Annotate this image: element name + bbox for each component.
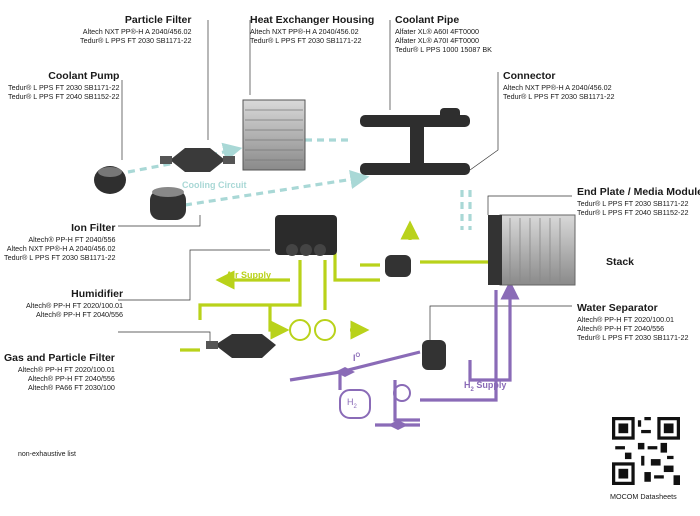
stack-component [488,214,576,286]
water-separator-material-1: Altech® PP-H FT 2020/100.01 [577,315,675,324]
compressor-icons [289,319,411,402]
connector-material-2: Tedur® L PPS FT 2030 SB1171-22 [503,92,615,101]
h2-tank-sub: 2 [353,403,357,410]
air-supply-label: Air Supply [226,270,272,280]
end-plate-material-2: Tedur® L PPS FT 2040 SB1152-22 [577,208,689,217]
coolant-pipe-component [360,108,470,175]
h2-supply-label: H2 Supply [464,380,506,393]
label-water-separator: Water Separator Altech® PP-H FT 2020/100… [577,302,688,342]
qr-code[interactable] [612,417,680,485]
particle-filter-material-2: Tedur® L PPS FT 2030 SB1171-22 [80,36,192,45]
coolant-pump-material-2: Tedur® L PPS FT 2040 SB1152-22 [8,92,120,101]
leader-lines [118,20,572,345]
label-connector: Connector Altech NXT PP®-H A 2040/456.02… [503,70,614,101]
h2-supply-sub: 2 [470,386,474,393]
gas-particle-filter-material-1: Altech® PP-H FT 2020/100.01 [17,365,115,374]
ion-filter-material-2: Altech NXT PP®-H A 2040/456.02 [6,244,116,253]
water-separator-material-3: Tedur® L PPS FT 2030 SB1171-22 [577,333,689,342]
h2-supply-lines [289,280,520,427]
io-label: IO [353,353,360,363]
qr-code-graphic [612,417,680,485]
gas-particle-filter-material-3: Altech® PA66 FT 2030/100 [27,383,115,392]
gas-particle-filter-material-2: Altech® PP-H FT 2040/556 [27,374,115,383]
qr-caption: MOCOM Datasheets [610,492,677,501]
water-separator-title: Water Separator [577,302,658,314]
label-end-plate: End Plate / Media Module Tedur® L PPS FT… [577,186,700,217]
connector-material-1: Altech NXT PP®-H A 2040/456.02 [503,83,612,92]
stack-title: Stack [606,256,635,268]
coolant-pipe-material-3: Tedur® L PPS 1000 15087 BK [395,45,492,54]
label-heat-exchanger: Heat Exchanger Housing Altech NXT PP®-H … [250,14,374,45]
particle-filter-component [160,148,235,172]
gas-particle-filter-component [206,334,276,358]
humidifier-material-2: Altech® PP-H FT 2040/556 [35,310,124,319]
label-coolant-pipe: Coolant Pipe Alfater XL® A60I 4FT0000 Al… [395,14,492,54]
label-stack: Stack [606,256,634,269]
air-supply-lines [180,220,510,352]
h2-supply-text: Supply [473,380,507,390]
label-particle-filter: Particle Filter Altech NXT PP®-H A 2040/… [80,14,191,45]
cooling-circuit-label: Cooling Circuit [182,180,247,190]
coolant-pipe-material-2: Alfater XL® A70I 4FT0000 [395,36,480,45]
heat-exchanger-title: Heat Exchanger Housing [250,14,375,26]
gas-particle-filter-title: Gas and Particle Filter [4,352,115,364]
ion-filter-title: Ion Filter [71,222,116,234]
label-coolant-pump: Coolant Pump Tedur® L PPS FT 2030 SB1171… [8,70,119,101]
coolant-pipe-material-1: Alfater XL® A60I 4FT0000 [395,27,480,36]
heat-exchanger-material-2: Tedur® L PPS FT 2030 SB1171-22 [250,36,362,45]
label-ion-filter: Ion Filter Altech® PP-H FT 2040/556 Alte… [4,222,115,262]
io-sup: O [355,353,361,359]
coolant-pump-title: Coolant Pump [48,70,120,82]
io-i: I [353,353,356,363]
water-separator-material-2: Altech® PP-H FT 2040/556 [577,324,665,333]
non-exhaustive-note: non-exhaustive list [18,451,76,458]
end-plate-title: End Plate / Media Module [577,186,700,198]
end-plate-material-1: Tedur® L PPS FT 2030 SB1171-22 [577,199,689,208]
h2-tank-component [339,389,371,419]
h2-tank-label: H2 [347,397,357,410]
label-humidifier: Humidifier Altech® PP-H FT 2020/100.01 A… [26,288,123,319]
h2-tank-h: H [347,397,354,407]
coolant-pipe-title: Coolant Pipe [395,14,460,26]
valve-icons [335,367,408,430]
label-gas-particle-filter: Gas and Particle Filter Altech® PP-H FT … [4,352,115,392]
heat-exchanger-material-1: Altech NXT PP®-H A 2040/456.02 [250,27,359,36]
water-separator-component [385,255,446,370]
ion-filter-material-3: Tedur® L PPS FT 2030 SB1171-22 [4,253,116,262]
particle-filter-title: Particle Filter [124,14,192,26]
coolant-pump-component [94,166,126,194]
h2-supply-h: H [464,380,471,390]
coolant-pump-material-1: Tedur® L PPS FT 2030 SB1171-22 [8,83,120,92]
particle-filter-material-1: Altech NXT PP®-H A 2040/456.02 [82,27,192,36]
humidifier-title: Humidifier [71,288,124,300]
humidifier-material-1: Altech® PP-H FT 2020/100.01 [26,301,124,310]
connector-title: Connector [503,70,556,82]
humidifier-component [275,215,337,256]
ion-filter-material-1: Altech® PP-H FT 2040/556 [28,235,116,244]
ion-filter-component [150,187,186,220]
heat-exchanger-component [242,99,306,171]
